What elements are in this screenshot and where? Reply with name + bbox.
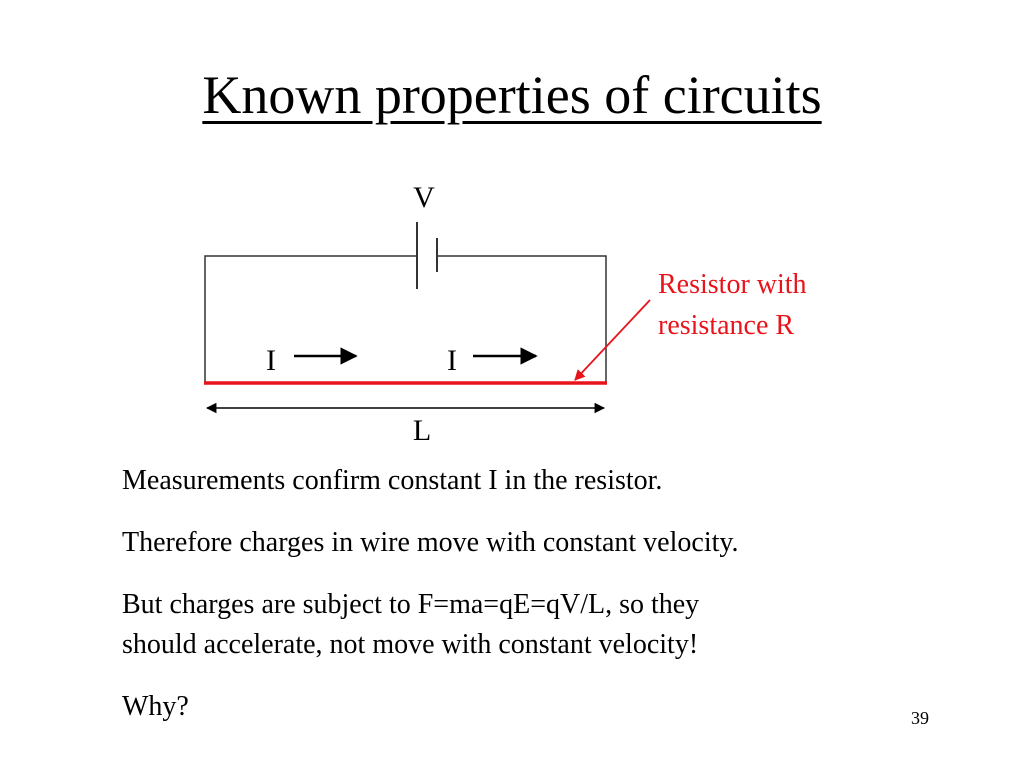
battery-label: V bbox=[413, 181, 435, 214]
resistor-label-line1: Resistor with bbox=[658, 269, 807, 300]
body-text-measurements: Measurements confirm constant I in the r… bbox=[122, 465, 663, 496]
slide-number: 39 bbox=[911, 708, 929, 728]
circuit-wire bbox=[204, 255, 607, 383]
resistor-label-line2: resistance R bbox=[658, 310, 794, 341]
current-label-left: I bbox=[266, 344, 276, 377]
slide-title: Known properties of circuits bbox=[202, 65, 822, 125]
resistor-pointer-arrow bbox=[574, 299, 651, 381]
body-text-but-charges-line2: should accelerate, not move with constan… bbox=[122, 629, 699, 660]
body-text-but-charges-line1: But charges are subject to F=ma=qE=qV/L,… bbox=[122, 589, 700, 620]
body-text-therefore: Therefore charges in wire move with cons… bbox=[122, 527, 739, 558]
body-text-but-charges: But charges are subject to F=ma=qE=qV/L,… bbox=[122, 585, 922, 665]
current-label-right: I bbox=[447, 344, 457, 377]
length-label: L bbox=[413, 414, 431, 447]
body-text-why: Why? bbox=[122, 691, 189, 722]
